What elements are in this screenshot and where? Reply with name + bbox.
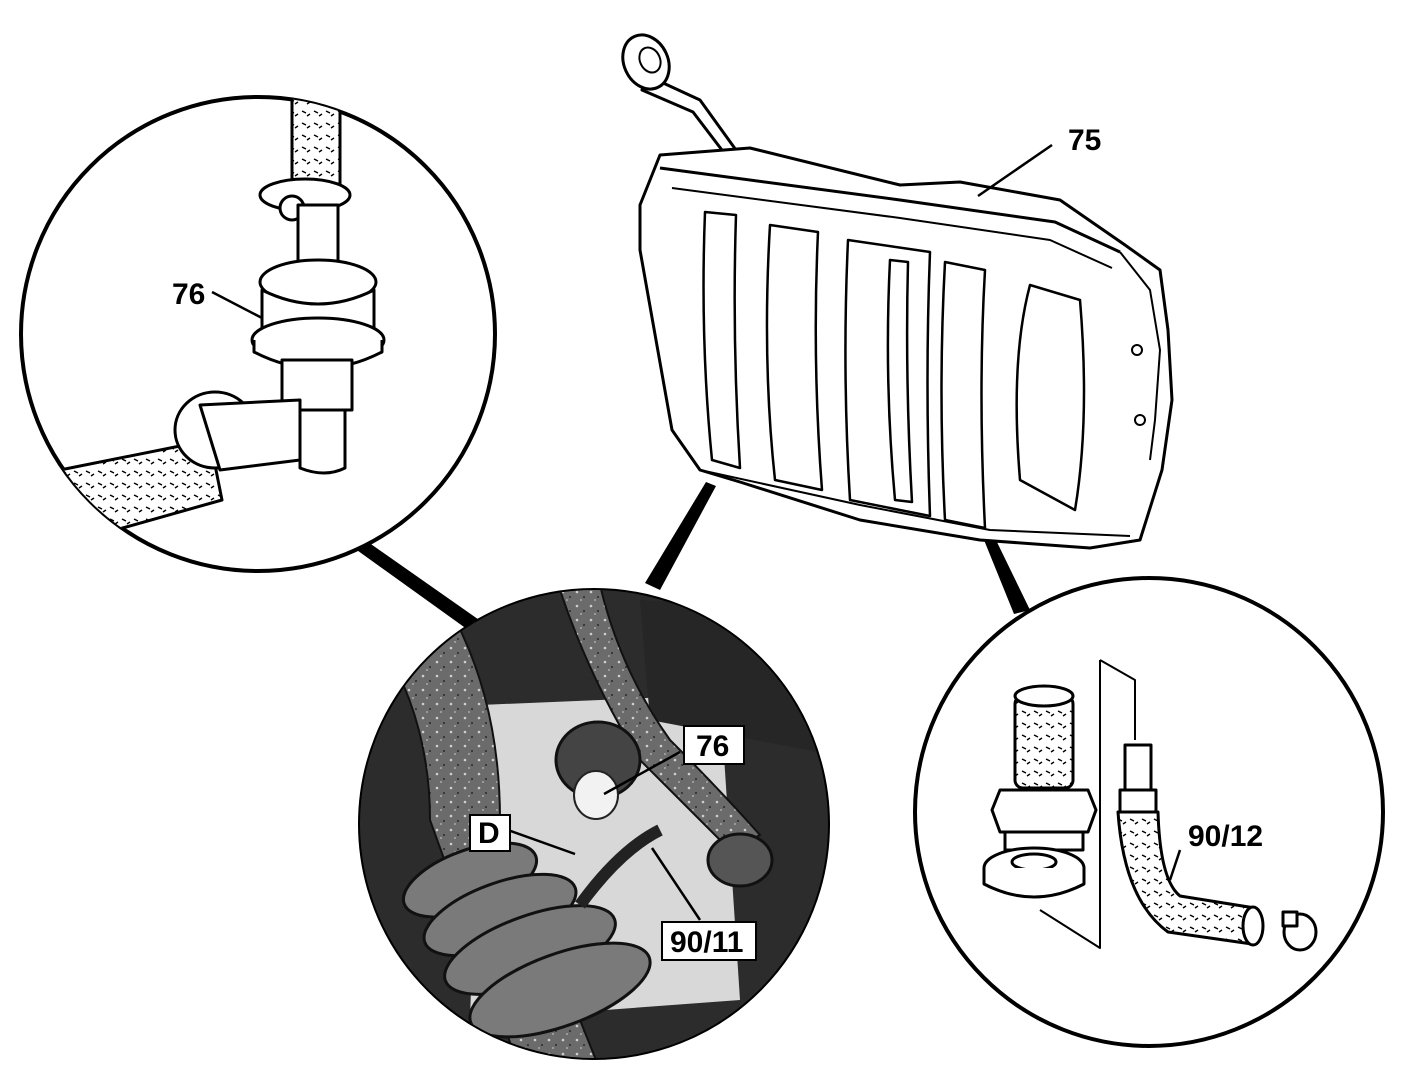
photo-valve bbox=[573, 770, 619, 820]
label-tank-75: 75 bbox=[1068, 124, 1101, 157]
tank-ribs bbox=[702, 210, 1086, 530]
leader-lines bbox=[211, 143, 1182, 921]
hose-clamp bbox=[1281, 910, 1318, 952]
fuel-tank bbox=[621, 33, 1174, 550]
photo-circle bbox=[358, 588, 830, 1060]
photo-hose bbox=[558, 590, 762, 852]
label-valve-photo-76: 76 bbox=[696, 730, 729, 763]
photo-boot bbox=[401, 841, 652, 1039]
label-box-hose-photo: 90/11 bbox=[661, 921, 757, 961]
label-drain-d: D bbox=[478, 817, 500, 850]
detail-circle-valve bbox=[19, 95, 497, 573]
label-valve-detail-76: 76 bbox=[172, 278, 205, 311]
label-box-drain: D bbox=[469, 814, 511, 852]
label-hose-90-11: 90/11 bbox=[670, 926, 743, 959]
wedge-tank-to-photo bbox=[645, 482, 716, 590]
fuel-filter-screen bbox=[990, 684, 1098, 852]
label-hose-90-12: 90/12 bbox=[1188, 820, 1263, 853]
filler-cap bbox=[621, 33, 671, 91]
detail-circle-filter bbox=[913, 576, 1385, 1048]
label-box-valve-photo: 76 bbox=[683, 725, 745, 765]
wedge-tank-to-right bbox=[984, 536, 1030, 614]
